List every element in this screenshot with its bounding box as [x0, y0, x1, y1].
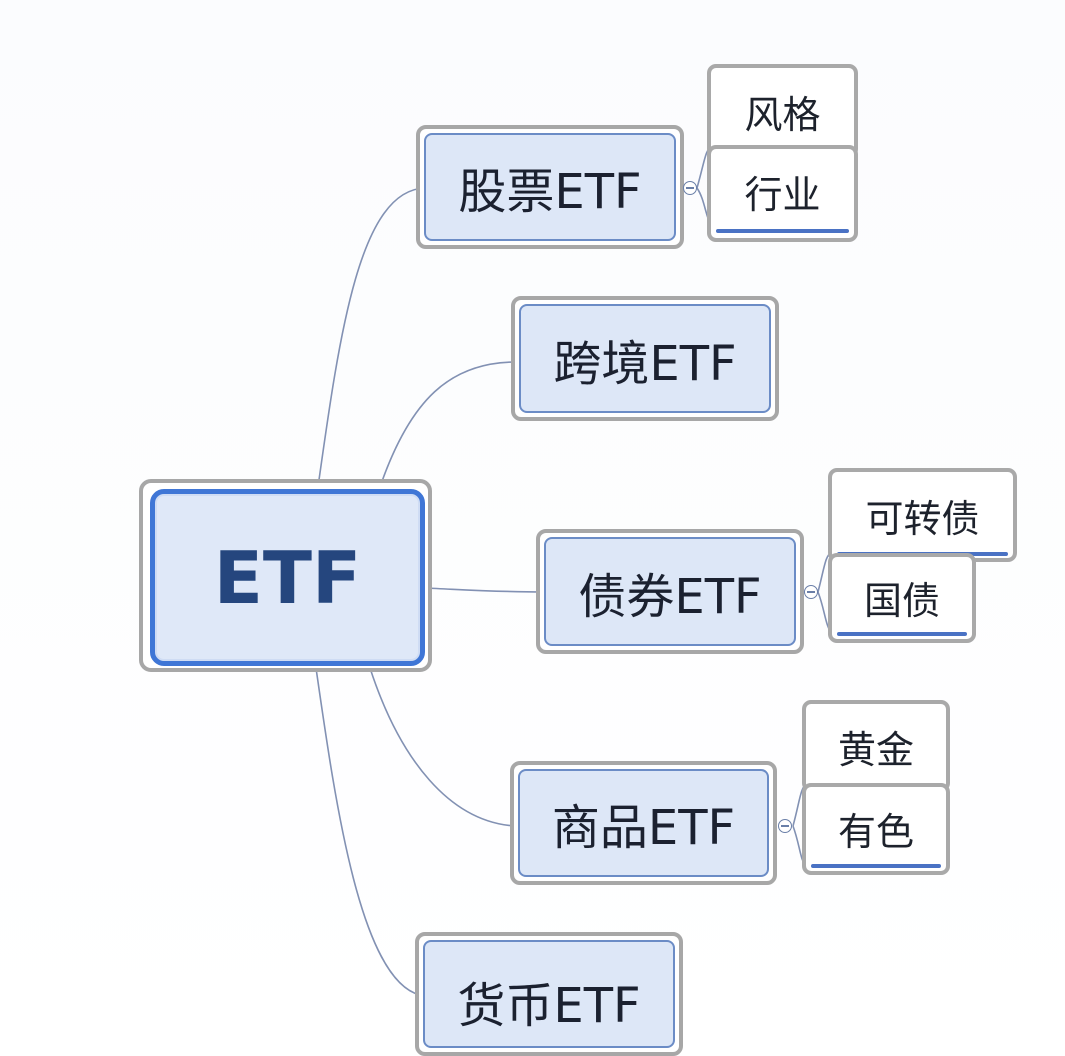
branch-money-etf-label: 货币ETF	[457, 978, 641, 1034]
link-root-money	[315, 667, 421, 996]
leaf-nonferrous-underline	[811, 864, 941, 868]
branch-crossborder-etf[interactable]: 跨境ETF	[519, 304, 771, 413]
leaf-treasury-bond[interactable]: 国债	[835, 560, 969, 634]
leaf-treasury-bond-label: 国债	[863, 578, 940, 623]
branch-commodity-etf[interactable]: 商品ETF	[518, 769, 769, 877]
leaf-nonferrous-metals-label: 有色	[837, 809, 914, 854]
leaf-gold-label: 黄金	[837, 727, 914, 772]
leaf-gold[interactable]: 黄金	[809, 707, 943, 785]
branch-stock-etf-label: 股票ETF	[458, 164, 642, 220]
link-root-bond	[424, 587, 544, 593]
leaf-treasury-underline	[837, 632, 967, 636]
leaf-style-label: 风格	[744, 92, 821, 137]
leaf-nonferrous-metals[interactable]: 有色	[809, 790, 943, 866]
root-node-label: ETF	[213, 535, 362, 620]
leaf-style[interactable]: 风格	[714, 71, 851, 151]
leaf-industry-label: 行业	[744, 172, 821, 217]
link-root-crossborder	[379, 361, 517, 488]
root-node[interactable]: ETF	[150, 489, 425, 666]
commodity-etf-collapse-toggle[interactable]	[778, 819, 792, 833]
link-root-stock	[317, 187, 426, 488]
leaf-industry[interactable]: 行业	[714, 152, 851, 230]
leaf-industry-underline	[716, 229, 849, 233]
leaf-convertible-bond[interactable]: 可转债	[835, 475, 1010, 555]
branch-crossborder-etf-label: 跨境ETF	[553, 335, 737, 392]
branch-stock-etf[interactable]: 股票ETF	[424, 133, 676, 241]
branch-money-etf[interactable]: 货币ETF	[423, 940, 675, 1048]
branch-commodity-etf-label: 商品ETF	[551, 800, 736, 856]
leaf-convertible-bond-label: 可转债	[865, 496, 980, 541]
link-root-commodity	[369, 667, 516, 827]
bond-etf-collapse-toggle[interactable]	[804, 585, 818, 599]
branch-bond-etf[interactable]: 债券ETF	[544, 537, 796, 646]
stock-etf-collapse-toggle[interactable]	[683, 181, 697, 195]
branch-bond-etf-label: 债券ETF	[578, 568, 762, 625]
